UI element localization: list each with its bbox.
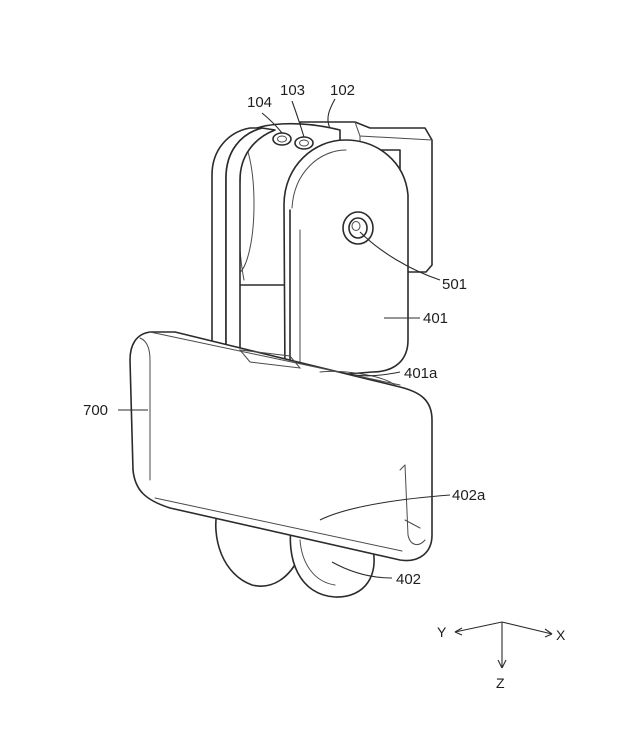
part-700-card [129,331,433,562]
part-401-right-arm [283,139,409,381]
label-401a: 401a [404,365,438,382]
label-501: 501 [442,276,467,293]
label-402: 402 [396,571,421,588]
top-buttons [272,132,314,150]
label-401: 401 [423,310,448,327]
coordinate-axes: Y X Z [437,621,566,691]
label-102: 102 [330,82,355,99]
reference-labels: 104 103 102 501 401 401a 700 402a 402 [83,82,486,588]
label-700: 700 [83,402,108,419]
part-501-screw [342,211,374,245]
label-104: 104 [247,94,272,111]
axis-label-y: Y [437,624,447,640]
axis-label-x: X [556,627,566,643]
label-103: 103 [280,82,305,99]
leader-lines [118,98,451,579]
axis-label-z: Z [496,675,505,691]
part-401-left-arm [211,127,276,353]
label-402a: 402a [452,487,486,504]
